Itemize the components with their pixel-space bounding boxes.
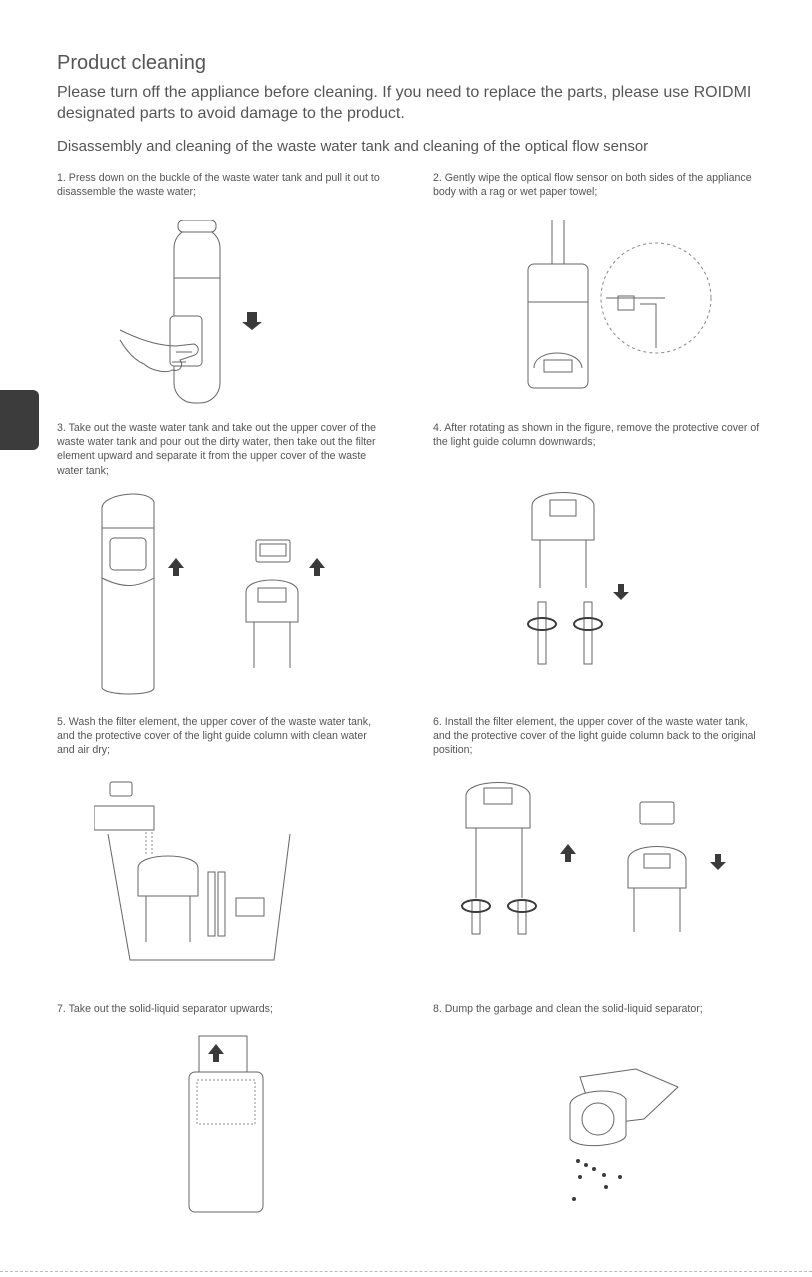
step-5-text: 5. Wash the filter element, the upper co… [57, 716, 372, 757]
illustration-step-5 [94, 780, 294, 970]
illustration-step-2 [520, 218, 720, 393]
arrow-up-icon [309, 558, 325, 576]
step-6-text: 6. Install the filter element, the upper… [433, 716, 756, 757]
arrow-down-icon [710, 854, 726, 870]
step-2-text: 2. Gently wipe the optical flow sensor o… [433, 172, 752, 199]
arrow-down-icon [613, 584, 629, 600]
step-7-text: 7. Take out the solid-liquid separator u… [57, 1003, 273, 1015]
illustration-step-8 [560, 1065, 690, 1205]
illustration-step-3 [92, 488, 342, 698]
step-1-text: 1. Press down on the buckle of the waste… [57, 172, 380, 199]
rotate-icon [527, 617, 557, 631]
section-side-tab [0, 390, 39, 450]
page-bottom-divider [0, 1271, 812, 1272]
illustration-step-1 [110, 220, 290, 405]
section-subtitle: Disassembly and cleaning of the waste wa… [57, 138, 649, 155]
rotate-icon [507, 899, 537, 913]
arrow-down-icon [242, 312, 262, 330]
illustration-step-7 [185, 1032, 275, 1217]
arrow-up-icon [208, 1044, 224, 1062]
intro-paragraph: Please turn off the appliance before cle… [57, 84, 752, 122]
arrow-up-icon [168, 558, 184, 576]
step-8-text: 8. Dump the garbage and clean the solid-… [433, 1003, 703, 1015]
rotate-icon [461, 899, 491, 913]
step-3-text: 3. Take out the waste water tank and tak… [57, 422, 376, 477]
illustration-step-6 [458, 772, 738, 942]
rotate-icon [573, 617, 603, 631]
illustration-step-4 [512, 486, 642, 671]
page-title: Product cleaning [57, 52, 206, 74]
step-4-text: 4. After rotating as shown in the figure… [433, 422, 760, 449]
arrow-up-icon [560, 844, 576, 862]
